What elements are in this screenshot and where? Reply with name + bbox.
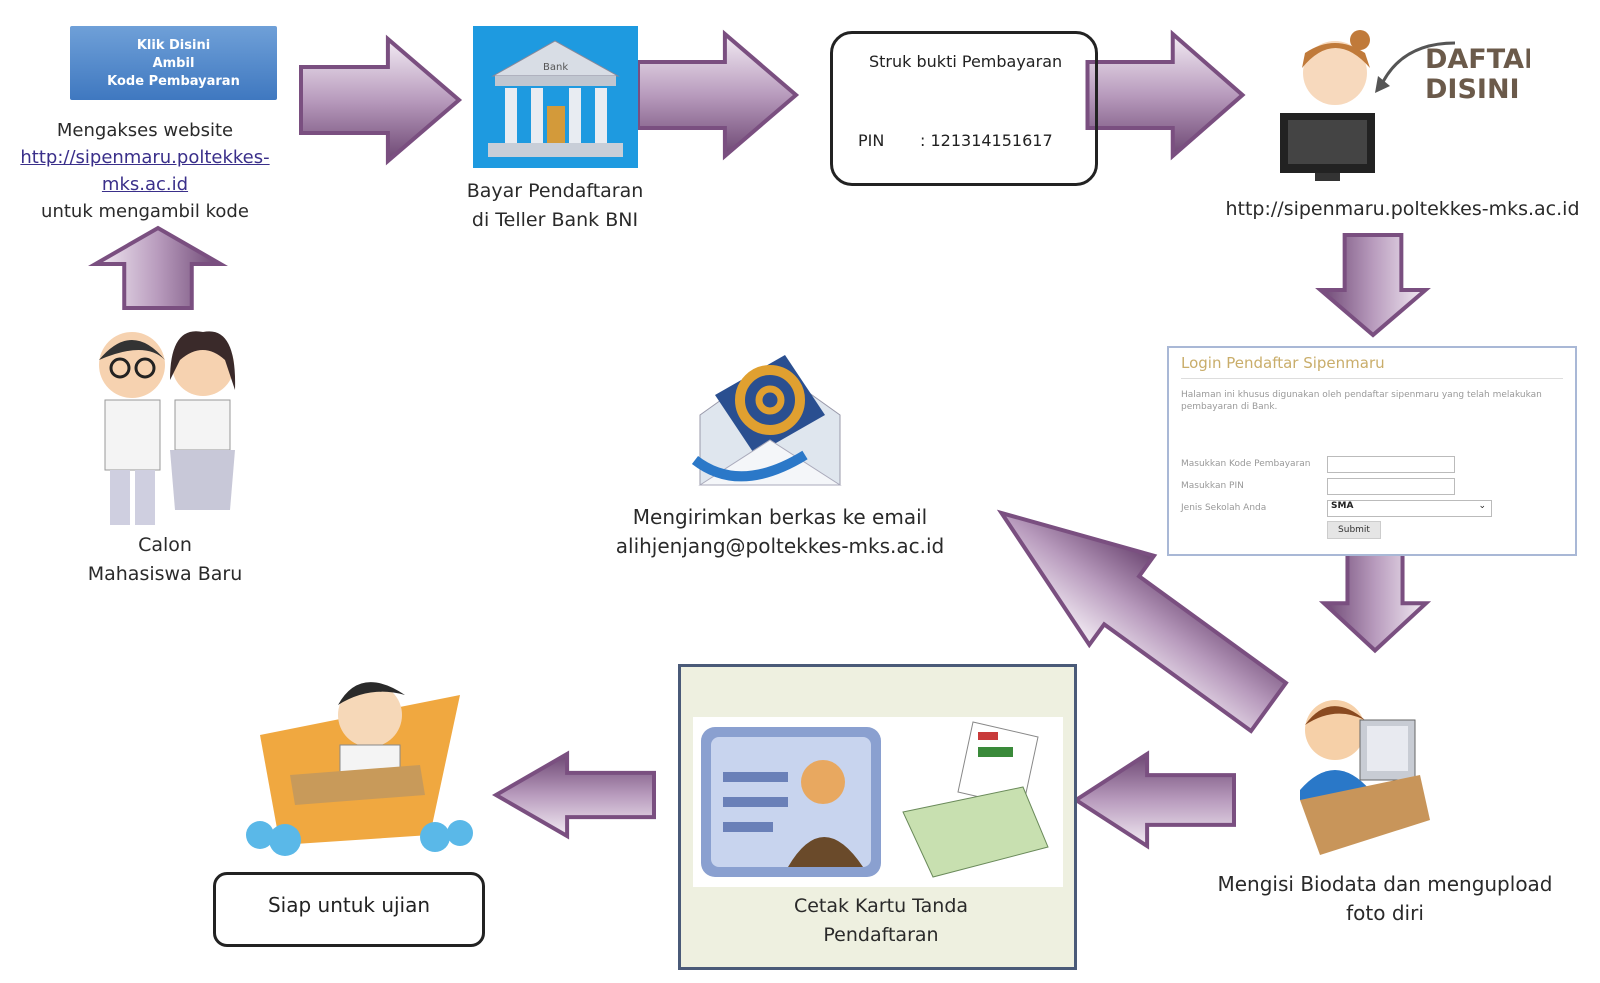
caption-text: Pendaftaran: [823, 924, 939, 946]
bank-sign: Bank: [543, 62, 568, 73]
caption-text: Bayar Pendaftaran: [466, 180, 644, 202]
arrow-to-exam: [491, 750, 656, 840]
login-title: Login Pendaftar Sipenmaru: [1181, 354, 1563, 379]
button-line: Klik Disini: [136, 38, 211, 53]
school-label: Jenis Sekolah Anda: [1181, 503, 1267, 513]
caption-text: Calon: [138, 534, 192, 556]
print-card-panel: Cetak Kartu Tanda Pendaftaran: [678, 664, 1077, 970]
chevron-down-icon: ⌄: [1478, 500, 1486, 511]
bank-caption: Bayar Pendaftaran di Teller Bank BNI: [440, 177, 670, 235]
website-link[interactable]: http://sipenmaru.poltekkes-: [20, 147, 270, 168]
student-caption: Calon Mahasiswa Baru: [60, 531, 270, 589]
caption-text: Cetak Kartu Tanda: [793, 895, 969, 917]
register-girl-computer-icon: DAFTAR DISINI: [1280, 30, 1530, 181]
register-url[interactable]: http://sipenmaru.poltekkes-mks.ac.id: [1225, 198, 1580, 220]
payment-receipt: Struk bukti Pembayaran PIN : 12131415161…: [830, 31, 1098, 186]
person-at-computer-icon: [1300, 700, 1430, 855]
payment-code-input[interactable]: [1327, 455, 1455, 473]
step1-caption: Mengakses website http://sipenmaru.polte…: [0, 117, 290, 225]
biodata-caption: Mengisi Biodata dan mengupload foto diri: [1185, 870, 1585, 928]
id-card-printer-icon: [693, 717, 1063, 887]
pin-label: PIN: [858, 131, 885, 150]
receipt-title: Struk bukti Pembayaran: [869, 52, 1063, 71]
arrow-to-bank: [299, 34, 463, 166]
caption-text: Mengirimkan berkas ke email: [632, 505, 928, 529]
arrow-to-register: [1085, 29, 1246, 161]
students-illustration: [99, 331, 236, 525]
get-payment-code-button[interactable]: Klik Disini Ambil Kode Pembayaran: [70, 26, 277, 100]
bank-icon: Bank: [473, 26, 638, 168]
pin-input[interactable]: [1327, 477, 1455, 495]
school-select[interactable]: SMA ⌄: [1327, 499, 1492, 517]
pin-value: : 121314151617: [920, 131, 1053, 150]
arrow-down-to-biodata: [1318, 543, 1432, 654]
button-line: Kode Pembayaran: [107, 74, 240, 89]
caption-text: di Teller Bank BNI: [471, 209, 639, 231]
ready-for-exam-box: Siap untuk ujian: [213, 872, 485, 947]
arrow-down-to-login: [1315, 233, 1431, 338]
arrow-to-email: [996, 509, 1289, 734]
arrow-to-receipt: [636, 29, 800, 161]
card-caption: Cetak Kartu Tanda Pendaftaran: [741, 892, 1021, 950]
login-form: Login Pendaftar Sipenmaru Halaman ini kh…: [1167, 346, 1577, 556]
caption-text: Mahasiswa Baru: [87, 563, 243, 585]
arrow-up-to-website: [88, 225, 228, 310]
email-icon: [691, 355, 842, 486]
email-caption: Mengirimkan berkas ke email alihjenjang@…: [580, 503, 980, 561]
daftar-badge: DAFTAR: [1425, 44, 1530, 75]
caption-text: Mengakses website: [56, 120, 234, 141]
website-link-cont[interactable]: mks.ac.id: [101, 174, 189, 195]
pin-label: Masukkan PIN: [1181, 481, 1244, 491]
arrow-to-card: [1072, 750, 1236, 850]
school-value: SMA: [1331, 500, 1354, 511]
disini-badge: DISINI: [1425, 74, 1520, 105]
submit-button[interactable]: Submit: [1327, 521, 1381, 539]
caption-text: Mengisi Biodata dan mengupload: [1217, 872, 1553, 896]
code-label: Masukkan Kode Pembayaran: [1181, 459, 1311, 469]
exam-student-icon: [246, 682, 473, 856]
button-line: Ambil: [152, 56, 195, 71]
email-address: alihjenjang@poltekkes-mks.ac.id: [615, 534, 945, 558]
login-description: Halaman ini khusus digunakan oleh pendaf…: [1181, 390, 1542, 412]
caption-text: untuk mengambil kode: [41, 201, 249, 222]
caption-text: foto diri: [1346, 901, 1424, 925]
